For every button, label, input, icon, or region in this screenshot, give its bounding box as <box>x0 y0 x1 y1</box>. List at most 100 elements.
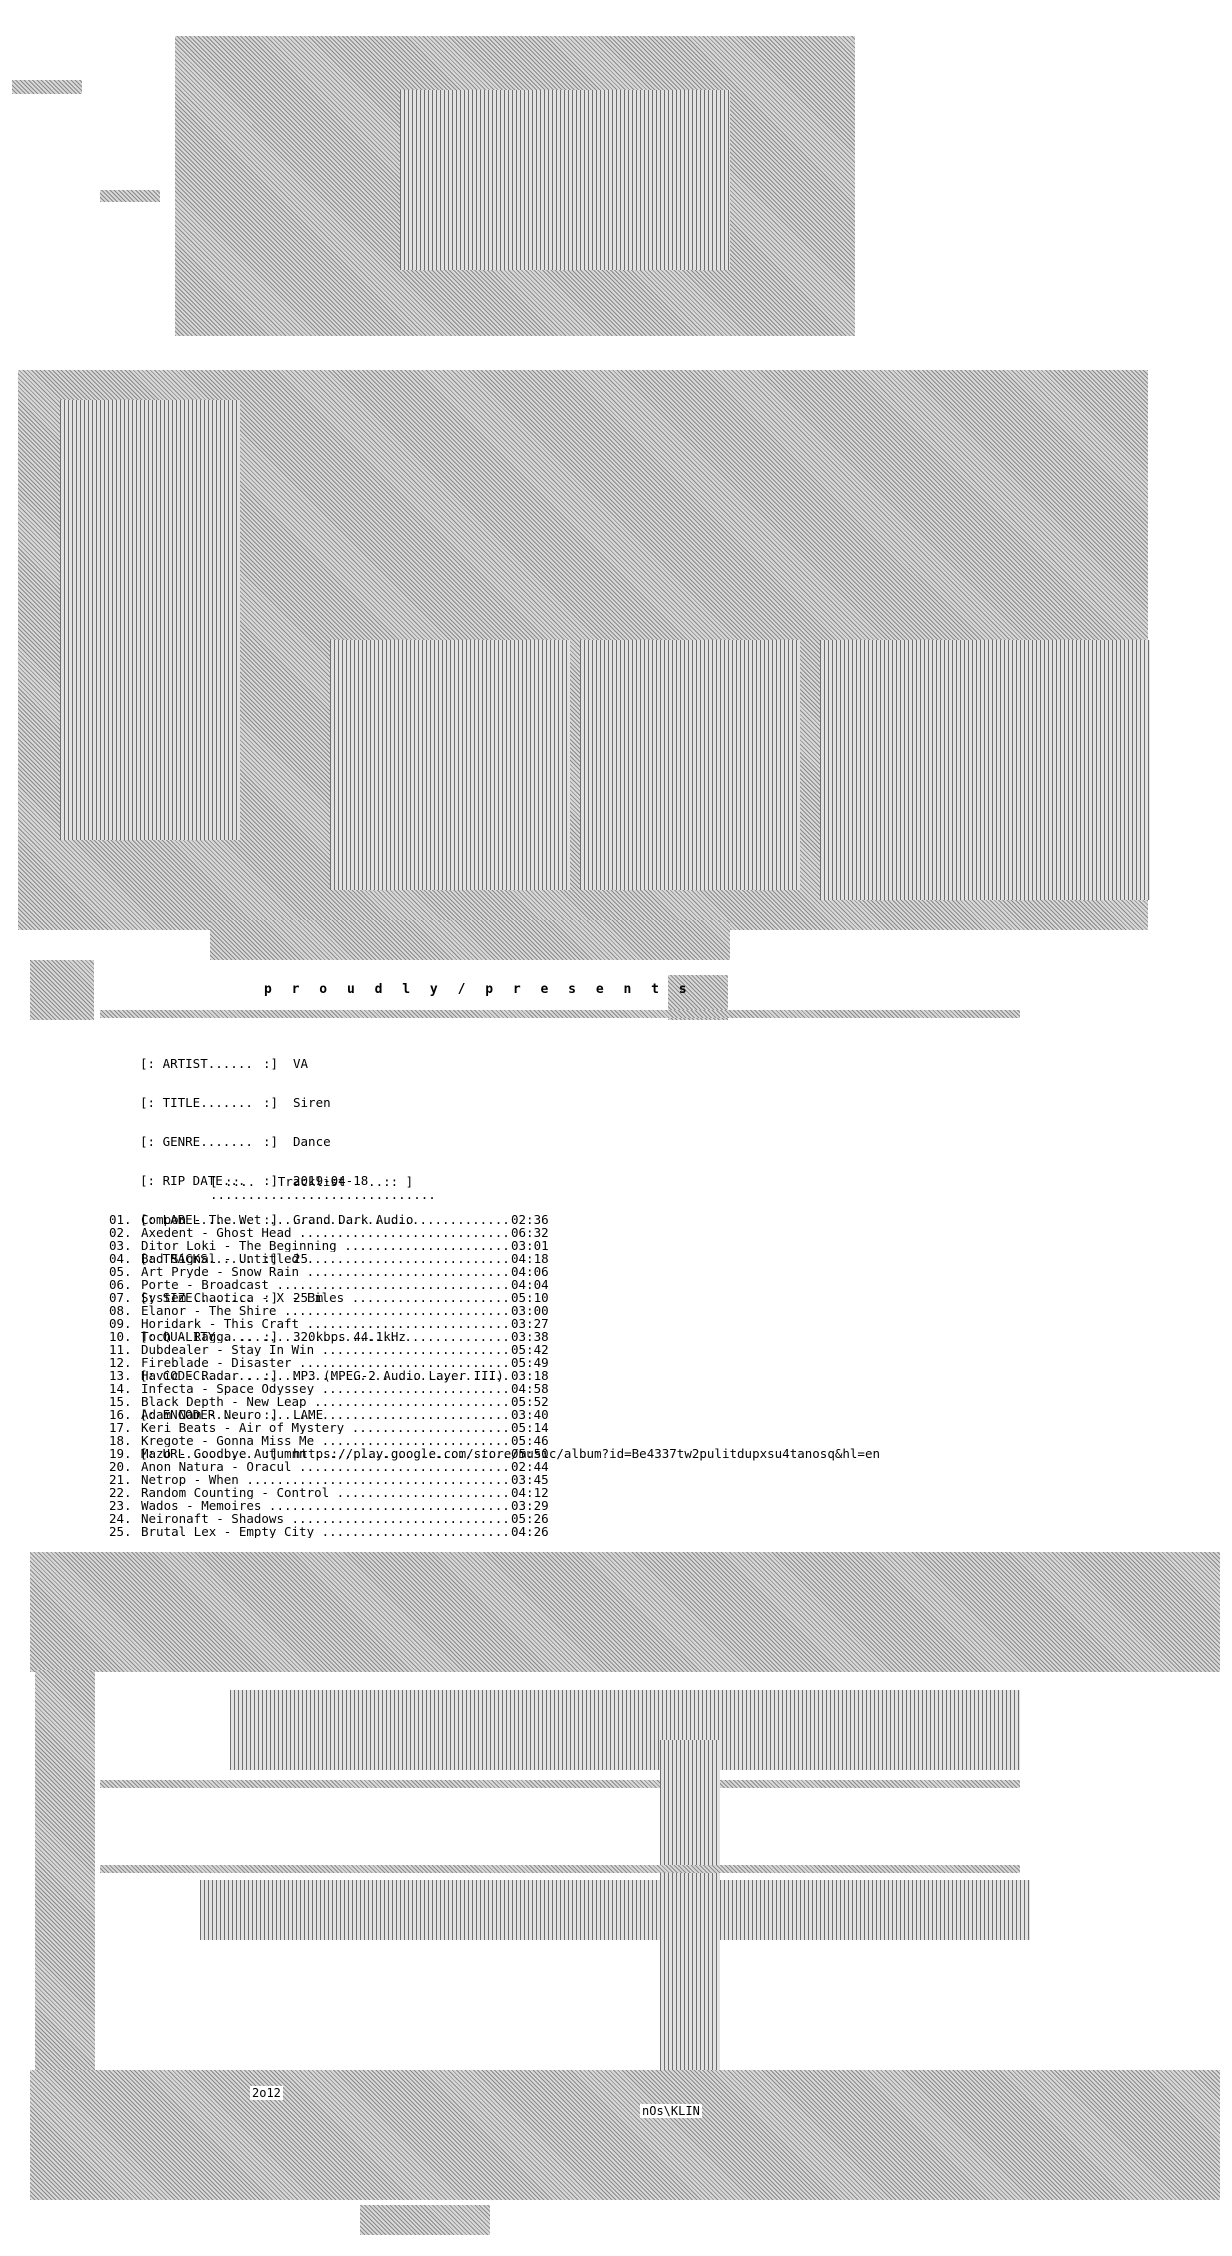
track-row: 13.Havic - Radar .......................… <box>109 1369 571 1382</box>
info-row: [: TRACKS......:]25 <box>140 1251 309 1266</box>
art-block <box>60 400 240 840</box>
art-block <box>100 1010 1020 1018</box>
track-row: 19. Mazo - Goodbye Autumnn ..............… <box>109 1447 571 1460</box>
track-row: 22.Random Counting - Control ...........… <box>109 1486 571 1499</box>
track-row: 02. Axedent - Ghost Head ................… <box>109 1226 571 1239</box>
track-title: Toch - Ragga ...........................… <box>141 1330 511 1343</box>
track-duration: 05:26 <box>511 1511 549 1526</box>
info-row: [: RIP DATE...:]2019-04-18 <box>140 1173 369 1188</box>
track-title: Horidark - This Craft ..................… <box>141 1317 511 1330</box>
track-number: 07. <box>109 1290 132 1305</box>
track-duration: 04:06 <box>511 1264 549 1279</box>
track-number: 06. <box>109 1277 132 1292</box>
track-title: Wados - Memoires .......................… <box>141 1499 511 1512</box>
info-key: [: ENCODER..... <box>140 1407 253 1422</box>
info-value: 253m <box>293 1290 324 1305</box>
presents-caption: p r o u d l y / p r e s e n t s <box>264 982 693 997</box>
track-title: Dubdealer - Stay In Win ................… <box>141 1343 511 1356</box>
track-duration: 05:52 <box>511 1394 549 1409</box>
track-title: Black Depth - New Leap .................… <box>141 1395 511 1408</box>
track-row: 15.Black Depth - New Leap ..............… <box>109 1395 571 1408</box>
track-row: 17.Keri Beats - Air of Mystery .........… <box>109 1421 571 1434</box>
info-value: 320kbps 44.1kHz <box>293 1329 406 1344</box>
art-block <box>30 960 94 1020</box>
track-number: 20. <box>109 1459 132 1474</box>
track-row: 24.Neironaft - Shadows .................… <box>109 1512 571 1525</box>
track-row: 21.Netrop - When .......................… <box>109 1473 571 1486</box>
track-title: Art Pryde - Snow Rain ..................… <box>141 1265 511 1278</box>
track-duration: 02:36 <box>511 1212 549 1227</box>
track-row: 09.Horidark - This Craft ...............… <box>109 1317 571 1330</box>
track-number: 08. <box>109 1303 132 1318</box>
info-row: [: SIZE........:]253m <box>140 1290 324 1305</box>
track-number: 19. <box>109 1446 132 1461</box>
art-block <box>30 2070 1220 2200</box>
track-title: Infecta - Space Odyssey ................… <box>141 1382 511 1395</box>
track-duration: 05:10 <box>511 1290 549 1305</box>
track-title: System Chaotica - X - Files ............… <box>141 1291 511 1304</box>
track-duration: 05:49 <box>511 1355 549 1370</box>
track-title: Compon - The Wet .......................… <box>141 1213 511 1226</box>
track-number: 16. <box>109 1407 132 1422</box>
track-row: 06.Porte - Broadcast ...................… <box>109 1278 571 1291</box>
track-duration: 03:40 <box>511 1407 549 1422</box>
info-value: Grand Dark Audio <box>293 1212 414 1227</box>
info-value: Siren <box>293 1095 331 1110</box>
track-duration: 02:44 <box>511 1459 549 1474</box>
track-duration: 05:14 <box>511 1420 549 1435</box>
art-block <box>330 640 570 890</box>
info-row: [: QUALITY.....:]320kbps 44.1kHz <box>140 1329 406 1344</box>
track-duration: 03:45 <box>511 1472 549 1487</box>
track-title: Axedent - Ghost Head ...................… <box>141 1226 511 1239</box>
tracklist: 01.Compon - The Wet ....................… <box>109 1213 571 1538</box>
art-block <box>360 2205 490 2235</box>
info-value: VA <box>293 1056 309 1071</box>
track-row: 25.Brutal Lex - Empty City .............… <box>109 1525 571 1538</box>
info-key: [: QUALITY..... <box>140 1329 253 1344</box>
track-number: 18. <box>109 1433 132 1448</box>
track-row: 01.Compon - The Wet ....................… <box>109 1213 571 1226</box>
info-value: 2019-04-18 <box>293 1173 369 1188</box>
track-number: 03. <box>109 1238 132 1253</box>
info-key: [: TRACKS...... <box>140 1251 253 1266</box>
track-duration: 04:58 <box>511 1381 549 1396</box>
track-title: Anon Natura - Oracul ...................… <box>141 1460 511 1473</box>
art-block <box>100 1780 1020 1788</box>
track-row: 11. Dubdealer - Stay In Win .............… <box>109 1343 571 1356</box>
tracklist-rule: .............................. <box>210 1187 436 1202</box>
track-row: 07. System Chaotica - X - Files .........… <box>109 1291 571 1304</box>
info-url[interactable]: https://play.google.com/store/music/albu… <box>293 1446 880 1461</box>
track-duration: 05:42 <box>511 1342 549 1357</box>
release-info: [: ARTIST......:]VA [: TITLE.......:]Sir… <box>140 1031 880 1473</box>
info-key: [: ARTIST...... <box>140 1056 253 1071</box>
info-row: [: GENRE.......:]Dance <box>140 1134 331 1149</box>
track-number: 02. <box>109 1225 132 1240</box>
track-number: 10. <box>109 1329 132 1344</box>
track-duration: 04:26 <box>511 1524 549 1539</box>
track-duration: 05:46 <box>511 1433 549 1448</box>
info-row: [: CODEC.......:]MP3 (MPEG-2 Audio Layer… <box>140 1368 504 1383</box>
track-number: 25. <box>109 1524 132 1539</box>
track-row: 20. Anon Natura - Oracul ................… <box>109 1460 571 1473</box>
track-duration: 03:18 <box>511 1368 549 1383</box>
track-title: Random Counting - Control ..............… <box>141 1486 511 1499</box>
info-value: 25 <box>293 1251 309 1266</box>
signature-author: nOs\KLIN <box>640 2104 702 2118</box>
track-number: 11. <box>109 1342 132 1357</box>
info-value: MP3 (MPEG-2 Audio Layer III) <box>293 1368 504 1383</box>
track-number: 14. <box>109 1381 132 1396</box>
track-number: 17. <box>109 1420 132 1435</box>
info-row: [: TITLE.......:]Siren <box>140 1095 331 1110</box>
track-number: 12. <box>109 1355 132 1370</box>
info-key: [: CODEC....... <box>140 1368 253 1383</box>
track-duration: 04:18 <box>511 1251 549 1266</box>
track-number: 04. <box>109 1251 132 1266</box>
info-key: [: RIP DATE... <box>140 1173 246 1188</box>
track-row: 03.Ditor Loki - The Beginning ..........… <box>109 1239 571 1252</box>
track-title: Mazo - Goodbye Autumnn .................… <box>141 1447 511 1460</box>
info-value: LAME <box>293 1407 324 1422</box>
info-key: [: URL......... <box>140 1446 253 1461</box>
track-number: 05. <box>109 1264 132 1279</box>
art-block <box>230 1690 1020 1770</box>
info-key: [: GENRE....... <box>140 1134 253 1149</box>
